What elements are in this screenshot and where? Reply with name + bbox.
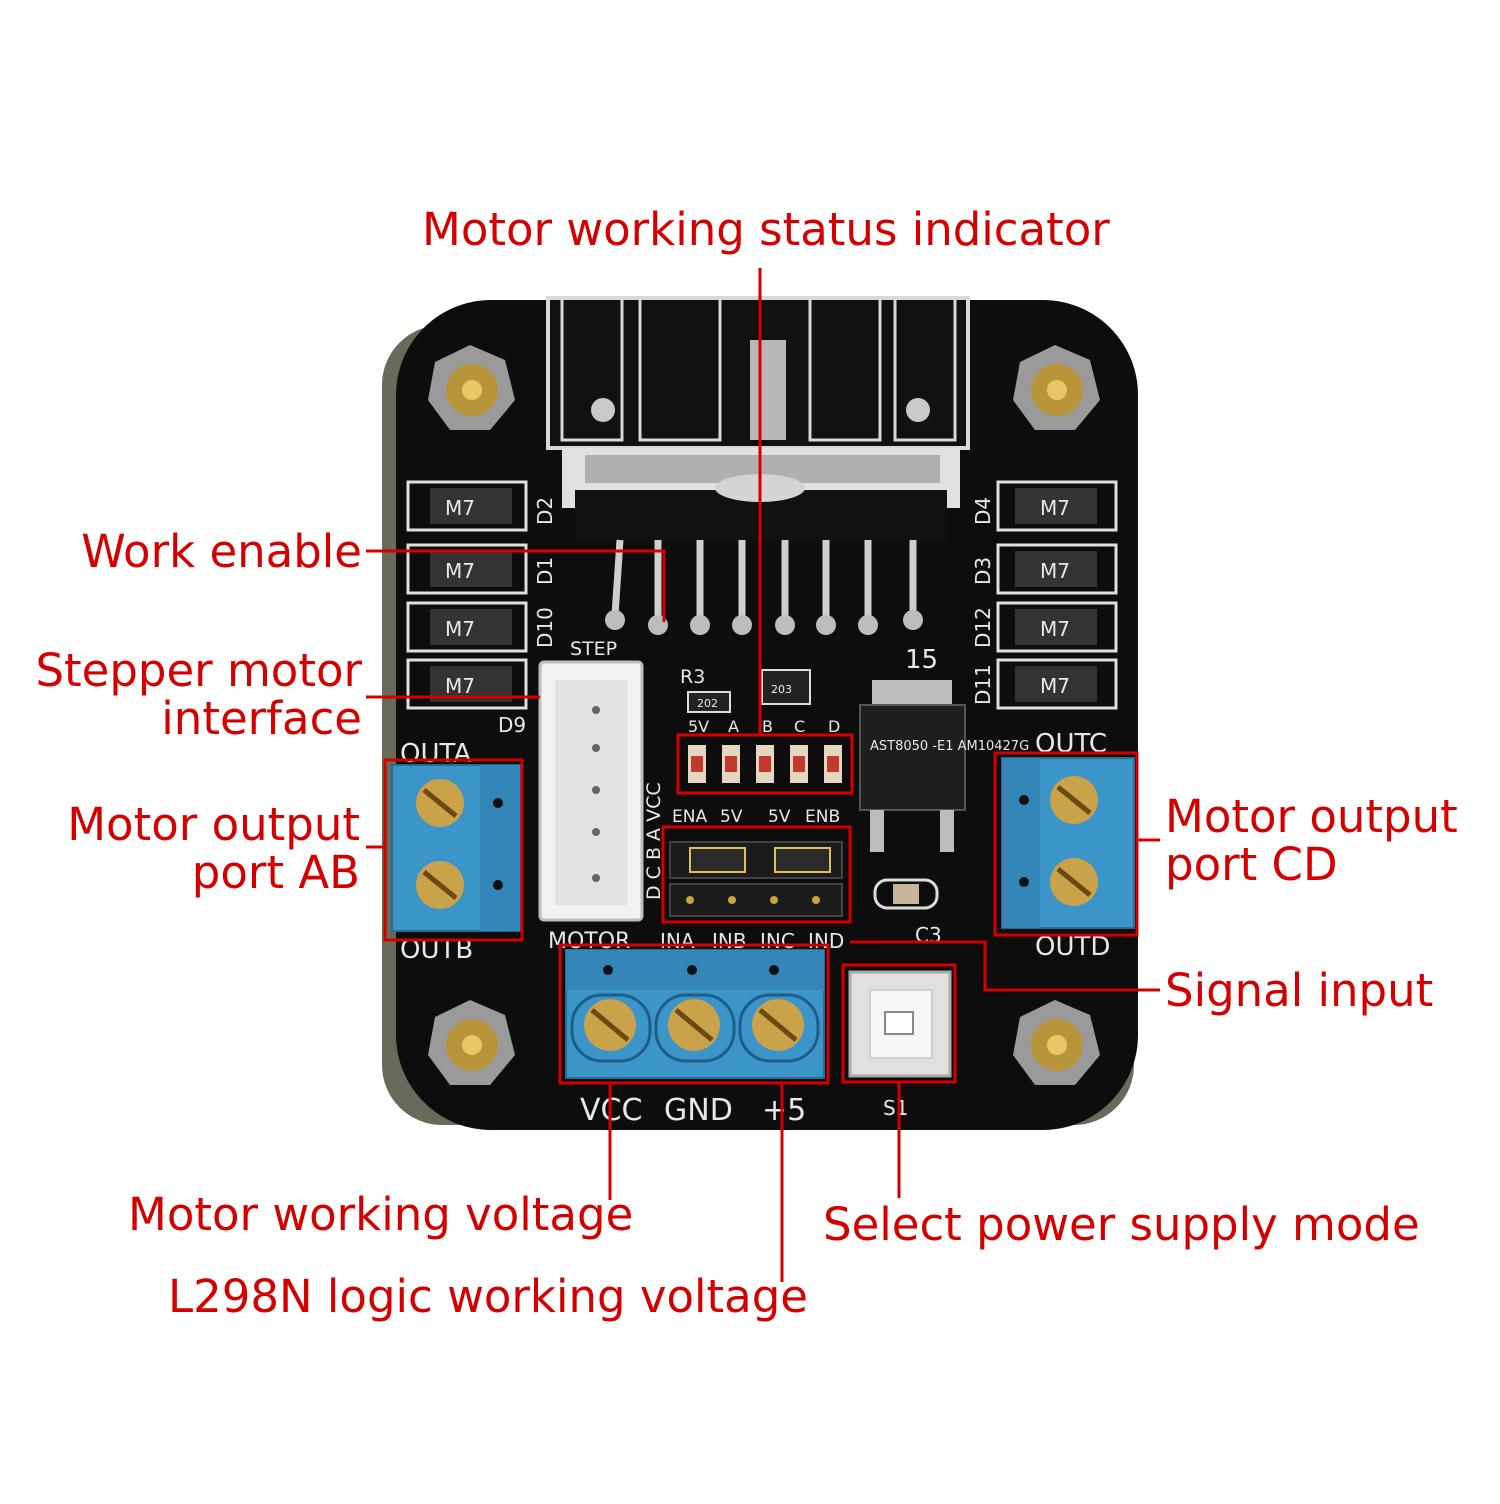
small-ic: 203 15	[761, 645, 938, 705]
diode-marking: M7	[445, 617, 475, 641]
diode-marking: M7	[445, 496, 475, 520]
terminal-cd: OUTC OUTD	[1001, 729, 1135, 962]
box-output-cd	[993, 751, 1139, 937]
jumper-block: ENA 5V 5V ENB	[669, 807, 843, 917]
r3-code: 202	[697, 697, 718, 710]
label-work-enable: Work enable	[81, 525, 362, 578]
label-d9: D9	[498, 713, 526, 737]
led-label-5v: 5V	[688, 717, 709, 736]
label-plus5: +5	[762, 1093, 806, 1128]
label-power-mode: Select power supply mode	[823, 1198, 1420, 1251]
box-signal-input	[661, 825, 852, 924]
label-status-indicator: Motor working status indicator	[422, 203, 1110, 256]
box-status-leds	[676, 733, 854, 795]
leader-signal-input	[850, 940, 1160, 992]
box-power-terminal	[558, 943, 830, 1085]
diode-marking: M7	[1040, 559, 1070, 583]
diode-marking: M7	[1040, 617, 1070, 641]
jumper-label-5v: 5V	[768, 807, 791, 827]
label-step: STEP	[570, 638, 617, 660]
mounting-screws	[428, 345, 1100, 1085]
jumper-label-ena: ENA	[672, 807, 707, 827]
diode-marking: M7	[445, 559, 475, 583]
switch-s1: S1	[848, 970, 952, 1120]
status-leds: 5V A B C D	[688, 717, 842, 783]
regulator-marking: AST8050 -E1 AM10427G	[870, 739, 1029, 754]
heatsink	[546, 296, 970, 450]
diode-marking: M7	[1040, 496, 1070, 520]
led-label-c: C	[794, 717, 805, 736]
terminal-ab: OUTA OUTB	[391, 739, 521, 965]
label-d4: D4	[971, 497, 995, 525]
label-d10: D10	[533, 607, 557, 648]
label-d12: D12	[971, 607, 995, 648]
label-stepper-interface-2: interface	[161, 692, 362, 745]
diode-marking: M7	[1040, 674, 1070, 698]
led-label-b: B	[762, 717, 773, 736]
box-output-ab	[383, 758, 524, 942]
power-terminal: VCC GND +5	[565, 949, 825, 1128]
label-signal-input: Signal input	[1165, 964, 1434, 1017]
label-output-cd-1: Motor output	[1165, 790, 1458, 843]
annotation-leaders	[366, 268, 1160, 1282]
label-output-ab-2: port AB	[191, 846, 360, 899]
label-outd: OUTD	[1035, 932, 1110, 962]
jumper-label-enb: ENB	[805, 807, 840, 827]
label-output-ab-1: Motor output	[67, 798, 360, 851]
label-logic-voltage: L298N logic working voltage	[168, 1270, 808, 1323]
label-output-cd-2: port CD	[1165, 838, 1338, 891]
label-r3: R3	[680, 666, 705, 688]
label-d1: D1	[533, 557, 557, 585]
led-label-d: D	[828, 717, 840, 736]
resistor-r3: R3 202	[680, 666, 731, 713]
voltage-regulator: AST8050 -E1 AM10427G C3	[859, 680, 1029, 947]
diode-marking: M7	[445, 674, 475, 698]
right-diodes: M7 M7 M7 M7 D4 D3 D12 D11	[971, 480, 1118, 710]
leader-work-enable	[366, 549, 666, 622]
label-d3: D3	[971, 557, 995, 585]
solder-pads	[605, 610, 923, 635]
label-d11: D11	[971, 664, 995, 705]
label-motor-voltage: Motor working voltage	[128, 1188, 634, 1241]
label-pin-15: 15	[905, 645, 938, 675]
label-gnd: GND	[664, 1093, 733, 1128]
ic-code: 203	[771, 683, 792, 696]
stepper-connector: STEP D C B A VCC	[538, 638, 665, 922]
jumper-label-5v: 5V	[720, 807, 743, 827]
label-header-pins: D C B A VCC	[643, 782, 665, 900]
led-label-a: A	[728, 717, 739, 736]
label-d2: D2	[533, 497, 557, 525]
label-stepper-interface-1: Stepper motor	[35, 644, 362, 697]
label-s1: S1	[883, 1096, 908, 1120]
